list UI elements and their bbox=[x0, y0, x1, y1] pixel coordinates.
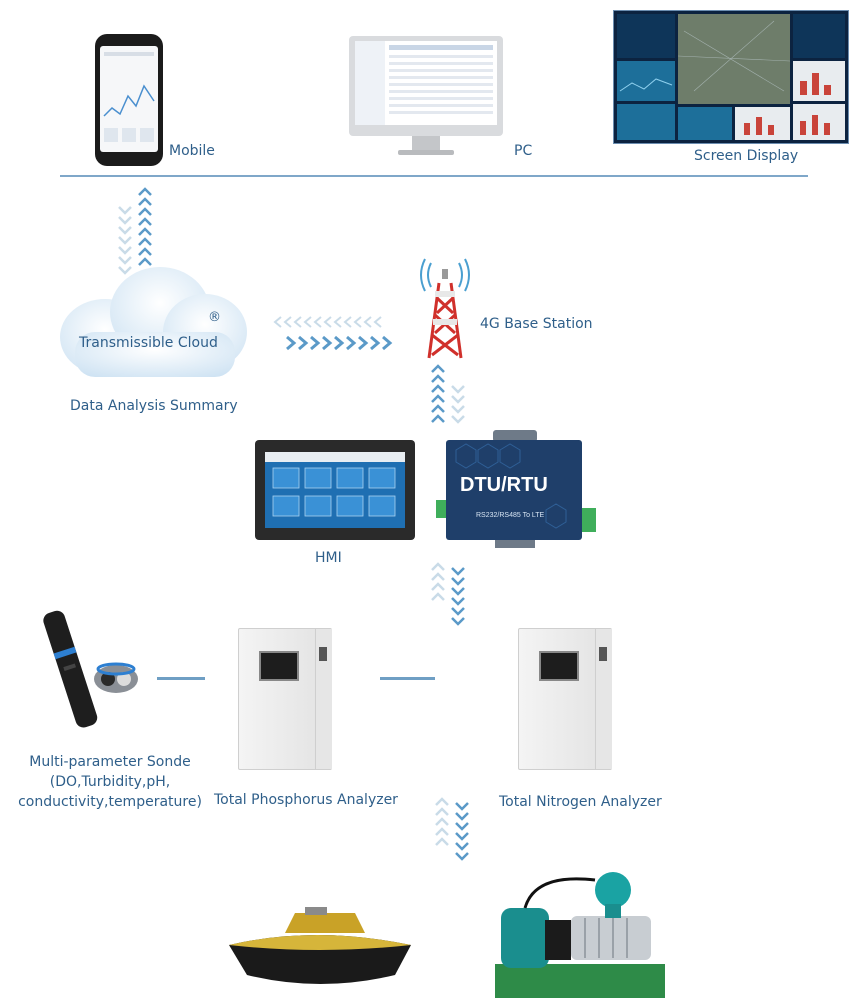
dtu-terminal-block bbox=[582, 508, 596, 532]
mobile-screen bbox=[100, 46, 158, 152]
cloud-shape bbox=[60, 267, 247, 377]
hmi-panel bbox=[255, 440, 415, 540]
dtu-side-connector bbox=[436, 500, 446, 518]
tn-analyzer-label: Total Nitrogen Analyzer bbox=[499, 794, 662, 810]
tn-analyzer-side bbox=[595, 629, 612, 769]
cloud-station-arrows bbox=[273, 316, 393, 351]
pc-label: PC bbox=[514, 143, 533, 159]
tn-analyzer-screen bbox=[539, 651, 579, 681]
mobile-device bbox=[95, 34, 163, 166]
mobile-label: Mobile bbox=[169, 143, 215, 159]
tp-analyzer-screen bbox=[259, 651, 299, 681]
pc-stand bbox=[412, 136, 440, 150]
sonde-link-line bbox=[157, 677, 205, 680]
hmi-tiles bbox=[265, 452, 405, 517]
top-divider-line bbox=[60, 175, 808, 177]
sonde-label-line2: (DO,Turbidity,pH, bbox=[49, 774, 171, 790]
sonde-icon bbox=[43, 610, 138, 728]
pc-base bbox=[398, 150, 454, 155]
analyzer-link-line bbox=[380, 677, 435, 680]
dtu-antenna-connector bbox=[493, 430, 537, 442]
tp-analyzer-side bbox=[315, 629, 332, 769]
screen-display-panels bbox=[617, 14, 845, 140]
tp-analyzer-label: Total Phosphorus Analyzer bbox=[214, 792, 398, 808]
dtu-hex-pattern bbox=[455, 443, 567, 529]
analyzer-field-arrows bbox=[435, 797, 469, 861]
dtu-subtitle: RS232/RS485 To LTE bbox=[476, 512, 545, 519]
tn-analyzer-cabinet bbox=[518, 628, 612, 770]
cloud-uplink-arrows bbox=[118, 187, 152, 275]
tower-icon bbox=[420, 258, 470, 359]
dtu-device: DTU/RTU RS232/RS485 To LTE bbox=[446, 440, 582, 540]
tp-analyzer-lock bbox=[319, 647, 327, 661]
screen-display-wall bbox=[613, 10, 849, 144]
tower-dtu-arrows bbox=[431, 364, 465, 424]
base-station-label: 4G Base Station bbox=[480, 316, 593, 332]
dtu-title: DTU/RTU bbox=[460, 474, 548, 496]
hmi-label: HMI bbox=[315, 550, 342, 566]
screen-display-label: Screen Display bbox=[694, 148, 799, 164]
pc-monitor bbox=[349, 36, 503, 136]
cloud-label: Transmissible Cloud bbox=[79, 335, 218, 351]
sonde-label-line1: Multi-parameter Sonde bbox=[29, 754, 191, 770]
mobile-chart bbox=[103, 52, 155, 142]
hmi-screen bbox=[265, 452, 405, 528]
cloud-registered-mark: ® bbox=[208, 310, 221, 325]
dtu-bottom-connector bbox=[495, 540, 535, 548]
water-pump-icon bbox=[495, 872, 665, 998]
dtu-analyzer-arrows bbox=[431, 562, 465, 626]
tn-analyzer-lock bbox=[599, 647, 607, 661]
pc-table bbox=[355, 41, 493, 125]
tp-analyzer-cabinet bbox=[238, 628, 332, 770]
sonde-label-line3: conductivity,temperature) bbox=[18, 794, 202, 810]
sampling-boat-icon bbox=[229, 907, 411, 984]
pc-screen bbox=[355, 41, 497, 125]
data-summary-label: Data Analysis Summary bbox=[70, 398, 238, 414]
